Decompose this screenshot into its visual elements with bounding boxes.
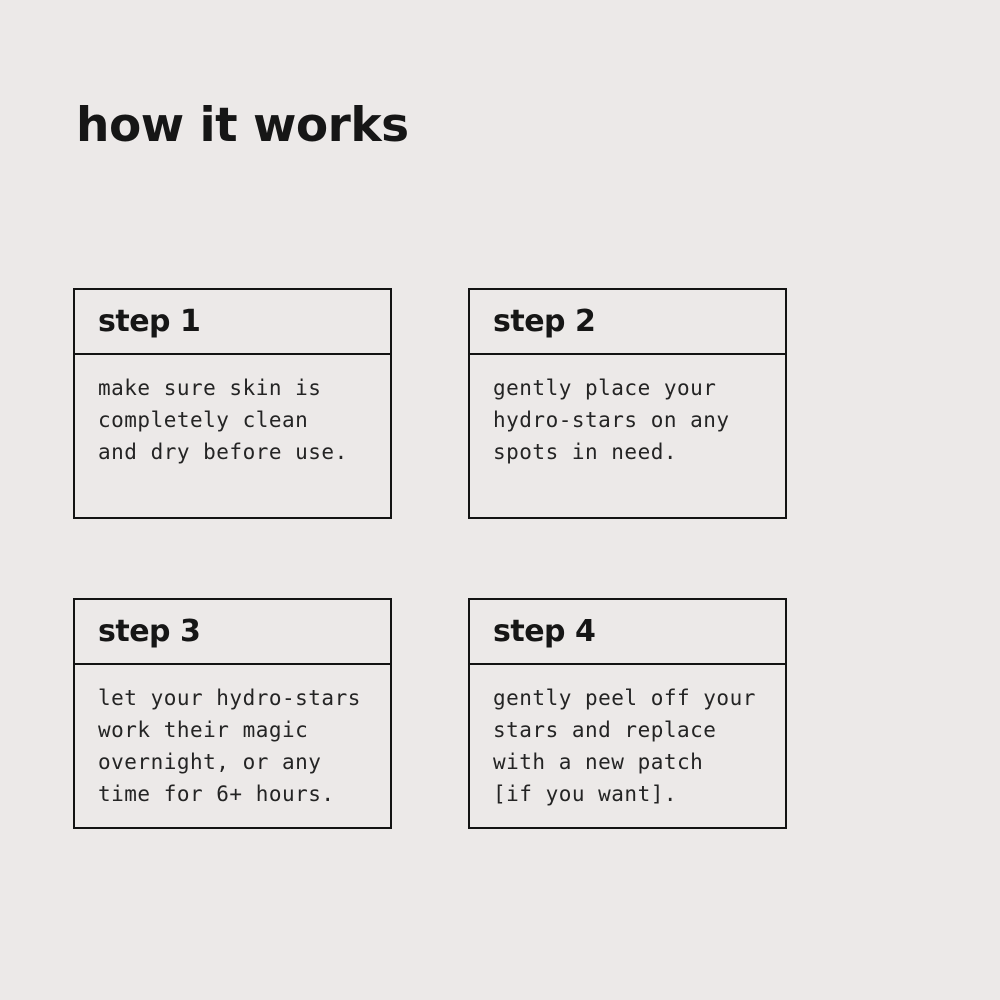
step-2-description: gently place your hydro-stars on any spo… bbox=[493, 376, 730, 464]
step-1-description: make sure skin is completely clean and d… bbox=[98, 376, 348, 464]
step-card-4: step 4 gently peel off your stars and re… bbox=[468, 598, 787, 829]
steps-grid: step 1 make sure skin is completely clea… bbox=[73, 288, 787, 829]
step-1-label: step 1 bbox=[98, 304, 201, 339]
step-3-label: step 3 bbox=[98, 614, 201, 649]
step-4-header: step 4 bbox=[470, 600, 785, 665]
step-card-3: step 3 let your hydro-stars work their m… bbox=[73, 598, 392, 829]
step-2-header: step 2 bbox=[470, 290, 785, 355]
step-4-label: step 4 bbox=[493, 614, 596, 649]
step-3-description: let your hydro-stars work their magic ov… bbox=[98, 686, 361, 806]
page-title: how it works bbox=[76, 98, 409, 153]
step-card-1: step 1 make sure skin is completely clea… bbox=[73, 288, 392, 519]
step-card-2: step 2 gently place your hydro-stars on … bbox=[468, 288, 787, 519]
step-2-label: step 2 bbox=[493, 304, 596, 339]
step-1-header: step 1 bbox=[75, 290, 390, 355]
step-3-header: step 3 bbox=[75, 600, 390, 665]
step-4-description: gently peel off your stars and replace w… bbox=[493, 686, 756, 806]
